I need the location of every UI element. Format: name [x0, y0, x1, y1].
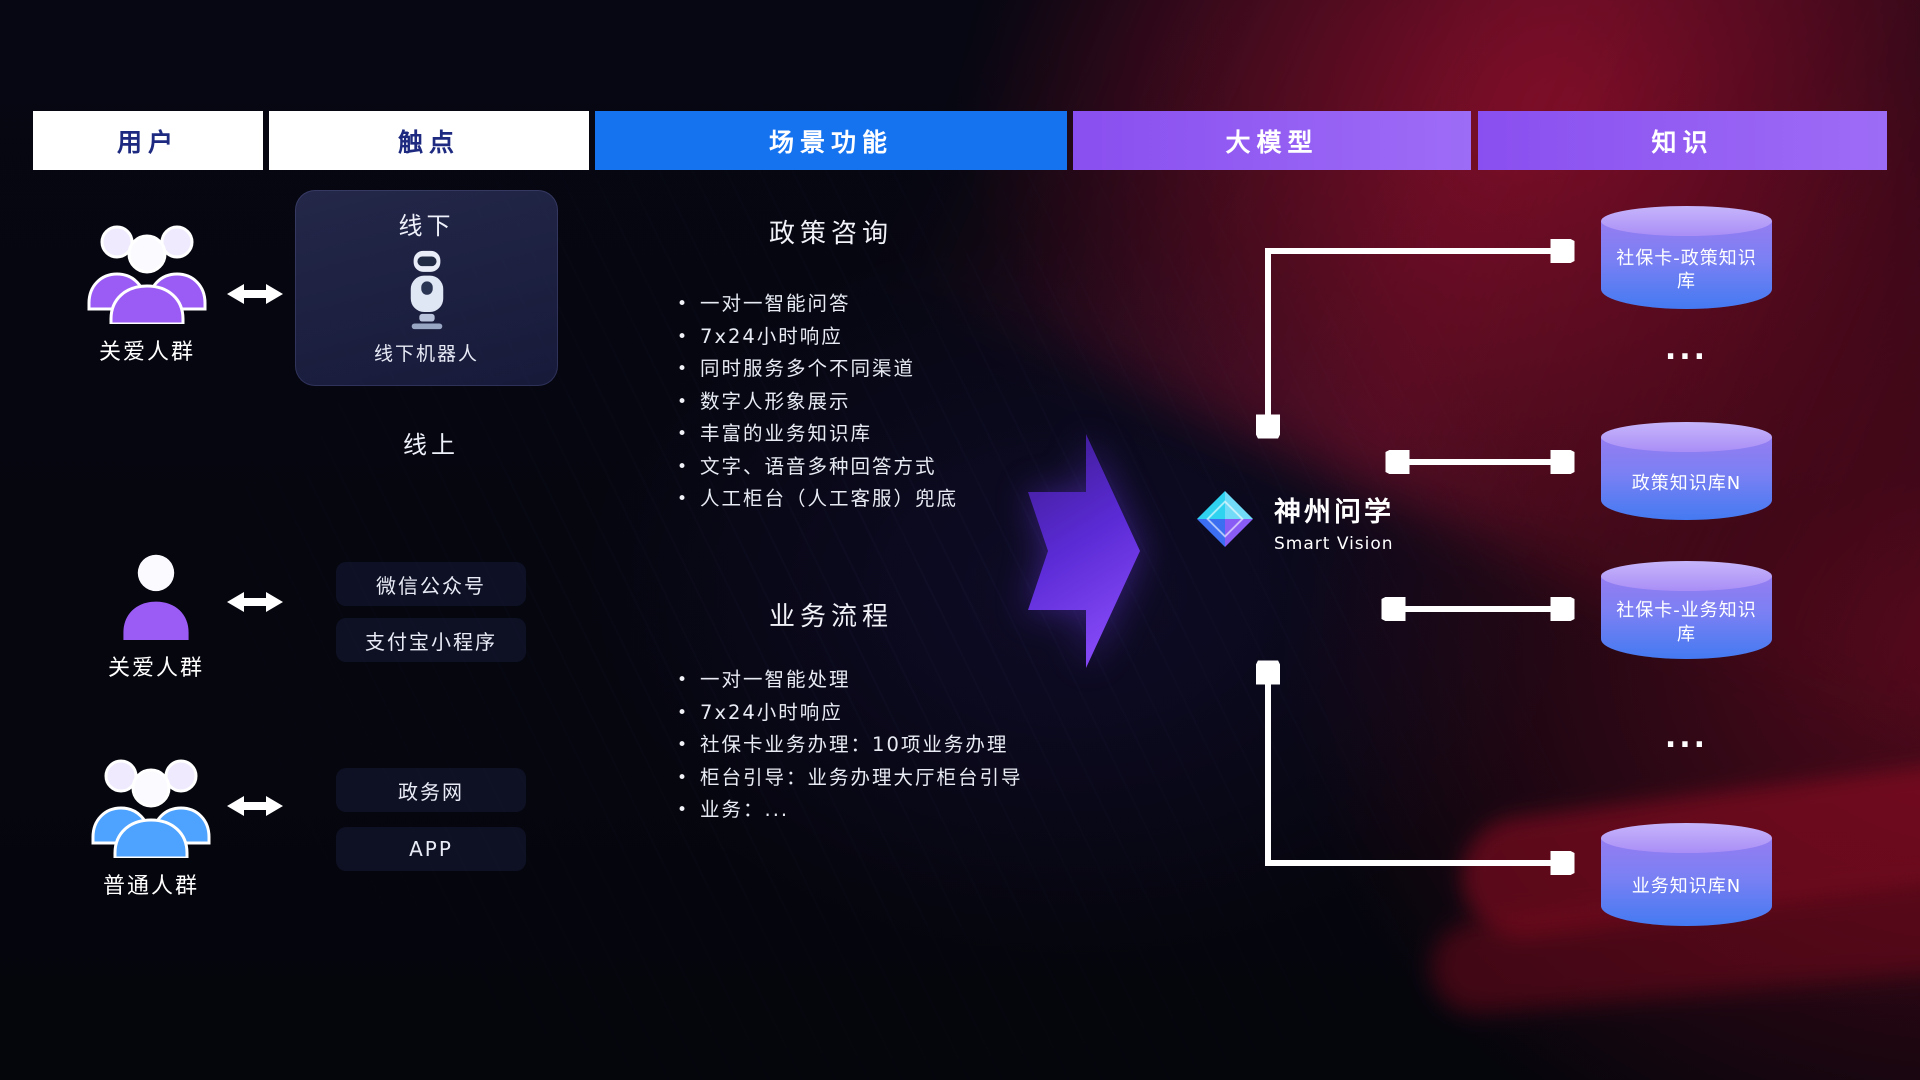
- list-item: 社保卡业务办理：10项业务办理: [677, 733, 1023, 756]
- flow-arrow-icon: [1028, 434, 1140, 668]
- user-single-care: 关爱人群: [108, 548, 204, 682]
- people-group-icon: [87, 225, 207, 324]
- column-header-scenarios: 场景功能: [595, 111, 1067, 170]
- bidirectional-arrow-icon: [227, 796, 283, 816]
- robot-icon: [410, 250, 443, 330]
- list-item-text: 一对一智能问答: [700, 292, 851, 315]
- offline-title: 线下: [398, 212, 455, 240]
- list-item: 柜台引导：业务办理大厅柜台引导: [677, 765, 1023, 789]
- list-item-text: 7x24小时响应: [700, 700, 843, 724]
- list-item-text: 业务：...: [700, 798, 790, 821]
- section-title-business-process: 业务流程: [768, 602, 893, 632]
- list-item-text: 7x24小时响应: [700, 324, 843, 348]
- bidirectional-arrow-icon: [227, 284, 283, 304]
- section-title-policy-consult: 政策咨询: [768, 219, 893, 249]
- offline-robot-label: 线下机器人: [373, 343, 479, 365]
- list-item: 丰富的业务知识库: [677, 422, 958, 445]
- channel-wechat: 微信公众号: [336, 562, 526, 606]
- knowledge-base-cylinder: 社保卡-业务知识库: [1601, 561, 1772, 659]
- online-title: 线上: [403, 431, 459, 459]
- list-item: 数字人形象展示: [677, 389, 958, 413]
- channel-alipay-miniprogram: 支付宝小程序: [336, 618, 526, 662]
- person-icon: [123, 554, 189, 640]
- user-group-care: 关爱人群: [80, 214, 214, 366]
- list-item: 文字、语音多种回答方式: [677, 454, 958, 478]
- model-logo-text: 神州问学 Smart Vision: [1274, 490, 1394, 554]
- smart-vision-logo-icon: [1196, 490, 1254, 548]
- cylinder-top: [1601, 206, 1772, 236]
- knowledge-ellipsis: ...: [1664, 332, 1709, 367]
- list-item-text: 丰富的业务知识库: [700, 422, 873, 445]
- list-item-text: 一对一智能处理: [700, 668, 851, 691]
- user-group-label: 关爱人群: [108, 656, 205, 681]
- column-header-knowledge: 知识: [1478, 111, 1887, 170]
- list-item: 同时服务多个不同渠道: [677, 357, 958, 380]
- cylinder-top: [1601, 561, 1772, 591]
- list-item: 业务：...: [677, 798, 1023, 821]
- list-item: 人工柜台（人工客服）兜底: [677, 487, 959, 510]
- list-item-text: 同时服务多个不同渠道: [700, 357, 916, 380]
- bidirectional-arrow-icon: [227, 592, 283, 612]
- cylinder-top: [1601, 422, 1772, 452]
- list-item-text: 人工柜台（人工客服）兜底: [700, 487, 959, 510]
- list-item: 7x24小时响应: [677, 700, 1023, 724]
- knowledge-ellipsis: ...: [1664, 720, 1709, 755]
- model-name: 神州问学: [1274, 497, 1394, 528]
- cylinder-top: [1601, 823, 1772, 853]
- column-header-touchpoints: 触点: [269, 111, 589, 170]
- knowledge-base-cylinder: 社保卡-政策知识库: [1601, 206, 1772, 309]
- list-item-text: 社保卡业务办理：10项业务办理: [700, 733, 1009, 756]
- people-group-icon: [91, 759, 211, 858]
- list-item-text: 数字人形象展示: [700, 389, 851, 413]
- channel-app: APP: [336, 827, 526, 871]
- user-group-general: 普通人群: [84, 748, 218, 900]
- list-item: 7x24小时响应: [677, 324, 958, 348]
- list-item-text: 文字、语音多种回答方式: [700, 454, 937, 478]
- model-subtitle: Smart Vision: [1274, 534, 1394, 554]
- policy-consult-list: 一对一智能问答 7x24小时响应 同时服务多个不同渠道 数字人形象展示 丰富的业…: [677, 292, 959, 510]
- business-process-list: 一对一智能处理 7x24小时响应 社保卡业务办理：10项业务办理 柜台引导：业务…: [677, 668, 1023, 821]
- column-header-users: 用户: [33, 111, 263, 170]
- knowledge-base-cylinder: 业务知识库N: [1601, 823, 1772, 926]
- offline-touchpoint-card: 线下 线下机器人: [295, 190, 558, 386]
- list-item: 一对一智能问答: [677, 292, 958, 315]
- user-group-label: 普通人群: [102, 874, 199, 899]
- column-header-model: 大模型: [1073, 111, 1471, 170]
- model-logo-block: 神州问学 Smart Vision: [1196, 490, 1394, 554]
- channel-gov-web: 政务网: [336, 768, 526, 812]
- list-item: 一对一智能处理: [677, 668, 1023, 691]
- knowledge-base-cylinder: 政策知识库N: [1601, 422, 1772, 520]
- list-item-text: 柜台引导：业务办理大厅柜台引导: [700, 765, 1023, 789]
- user-group-label: 关爱人群: [98, 340, 195, 365]
